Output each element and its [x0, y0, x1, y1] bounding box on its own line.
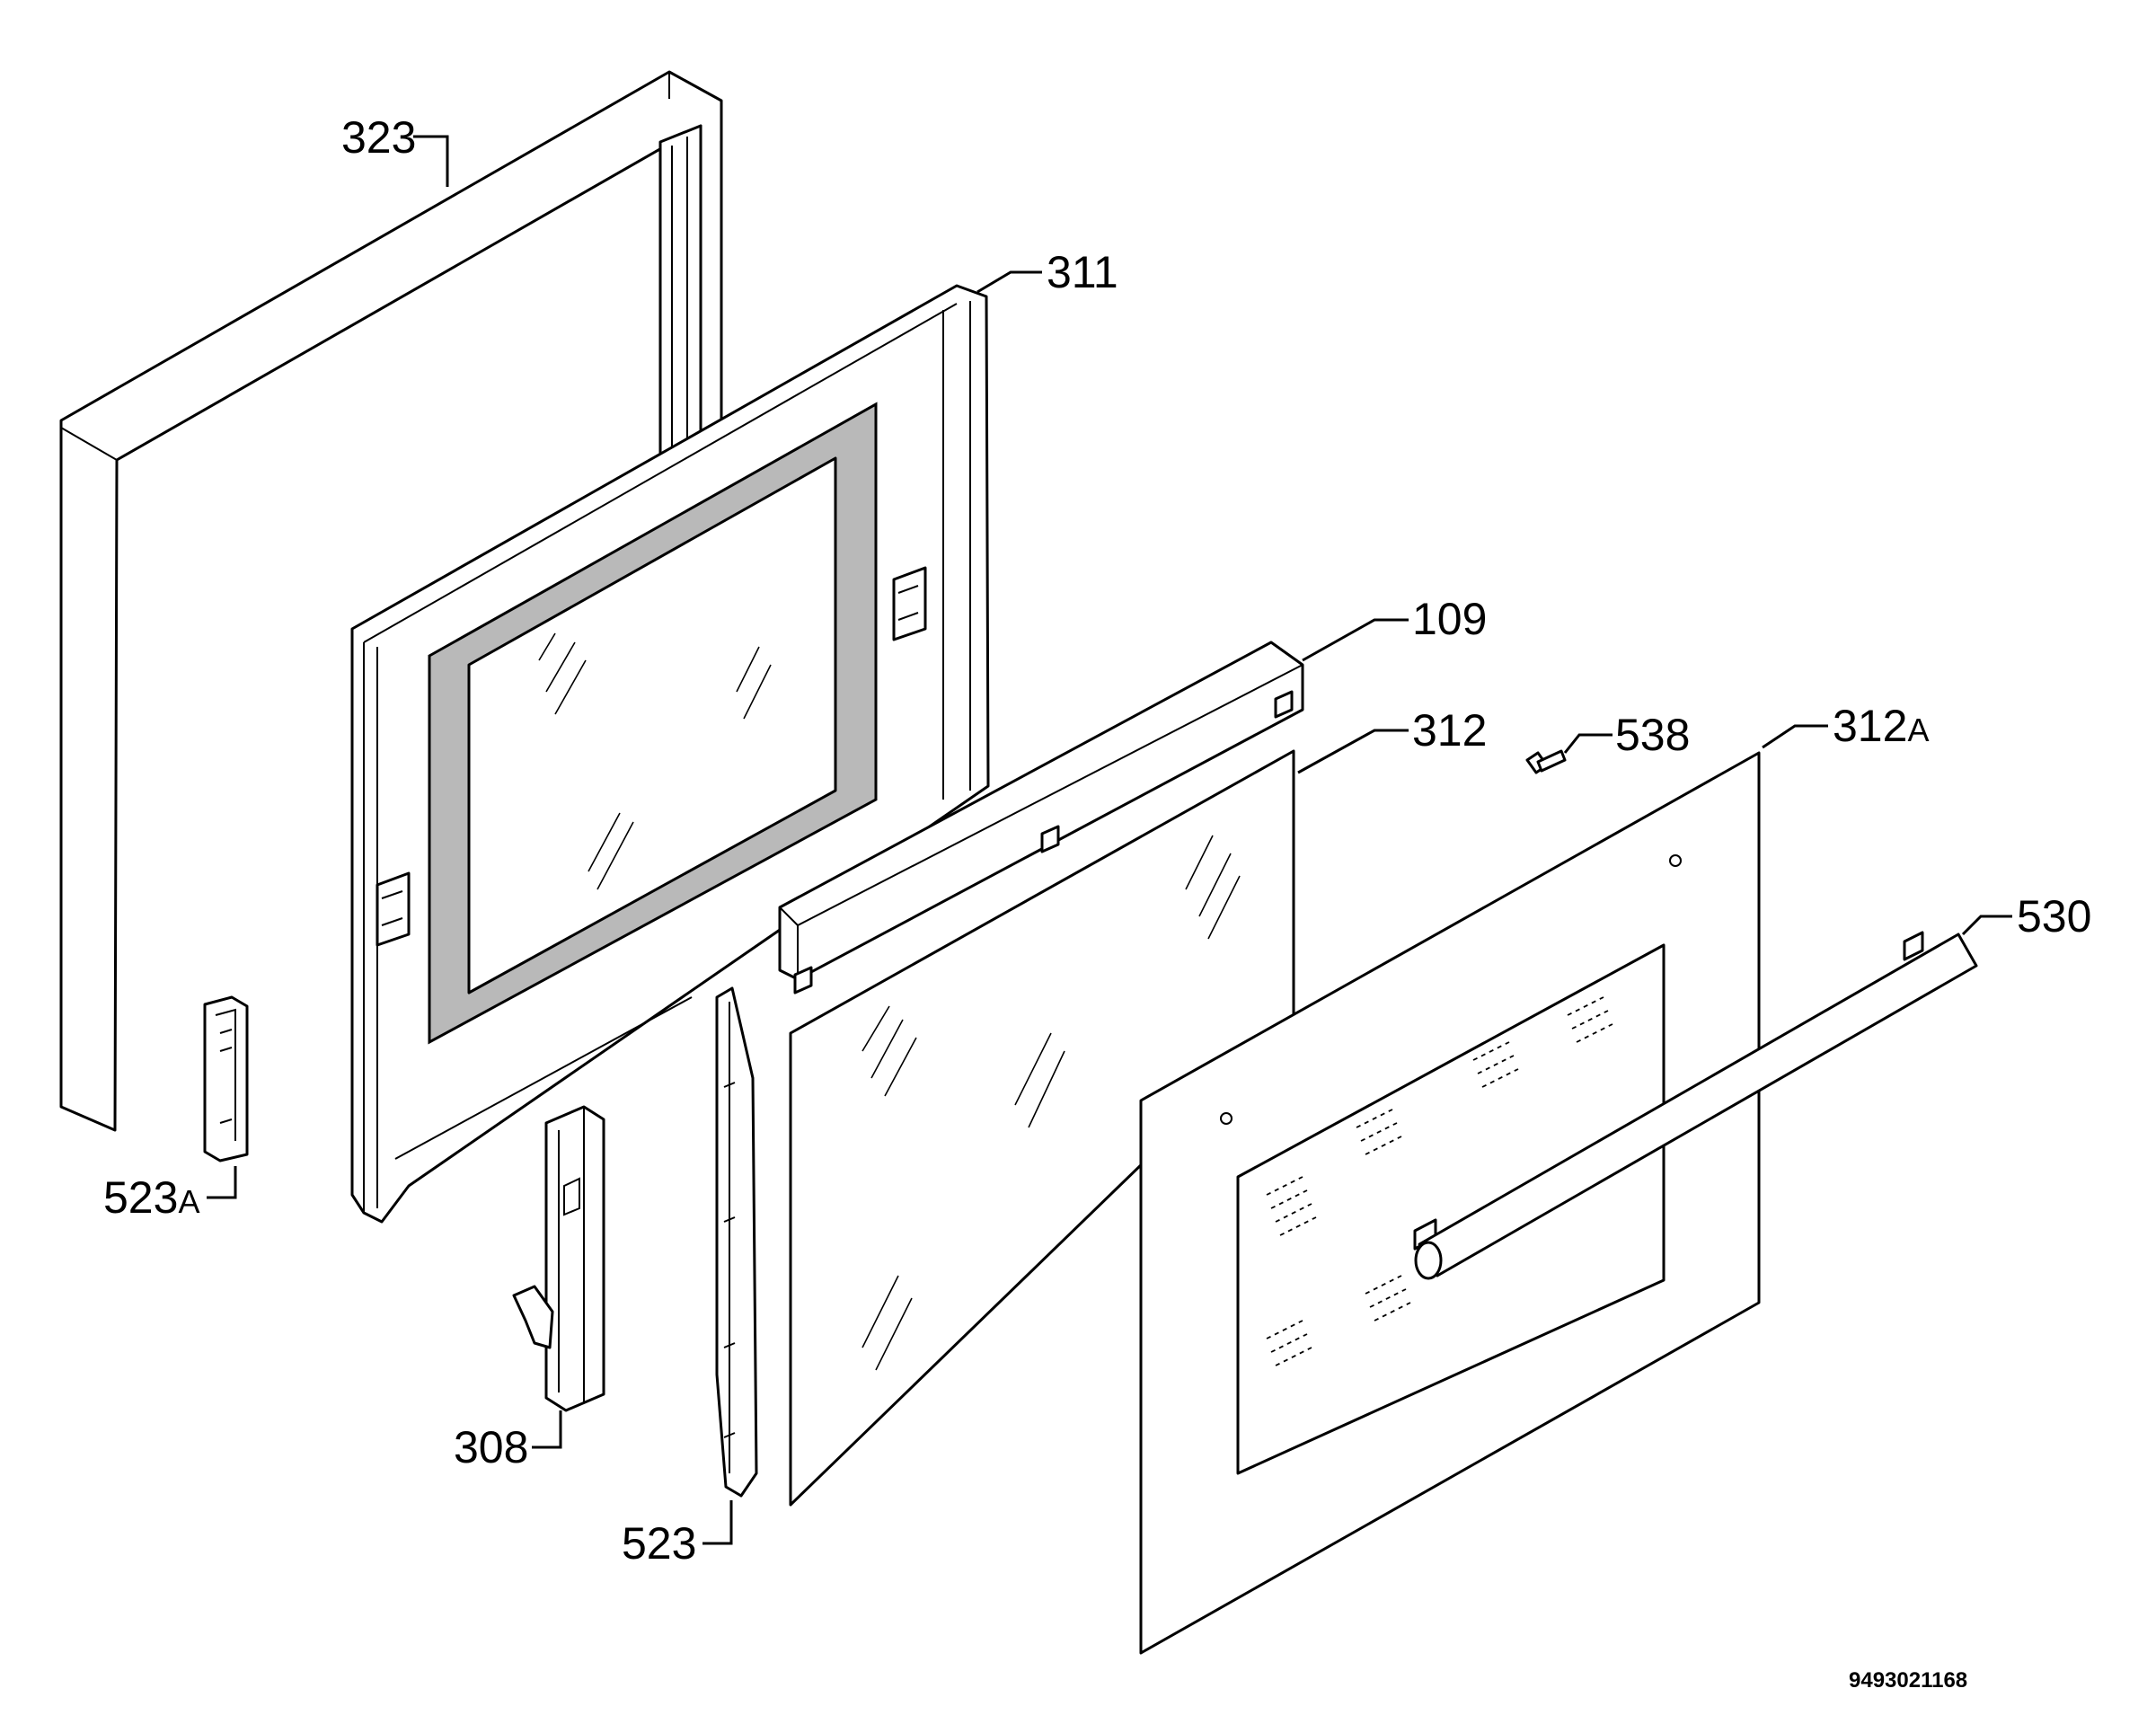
part-311-inner-door	[350, 284, 990, 1224]
callout-323: 323	[341, 112, 416, 163]
document-number: 9493021168	[1849, 1668, 1967, 1693]
leader-538	[1563, 733, 1613, 754]
part-530-handle	[1413, 931, 1978, 1280]
part-308-hinge	[512, 1105, 605, 1412]
leader-530	[1961, 915, 2012, 936]
callout-538: 538	[1615, 710, 1690, 760]
callout-308: 308	[454, 1422, 528, 1472]
leader-312	[1297, 729, 1409, 774]
callout-312: 312	[1412, 705, 1487, 756]
callout-leaders	[207, 135, 2012, 1545]
leader-109	[1302, 618, 1409, 662]
callout-311: 311	[1047, 247, 1118, 297]
leader-311	[976, 270, 1042, 294]
part-523-side-bracket	[715, 986, 758, 1498]
callout-labels: 323 311 109 312 538 312A 530 523A 308 52…	[103, 112, 2091, 1693]
callout-523: 523	[622, 1518, 696, 1569]
callout-530: 530	[2017, 891, 2091, 941]
callout-109: 109	[1412, 594, 1487, 644]
callout-523a: 523A	[103, 1172, 199, 1223]
part-538-screw	[1525, 749, 1567, 774]
leader-323	[413, 135, 449, 187]
part-312a-outer-glass	[1139, 751, 1761, 1655]
part-109-trim-strip	[778, 641, 1304, 995]
leader-312a	[1762, 724, 1828, 749]
leader-308	[532, 1410, 562, 1449]
part-523a-hinge-cover	[203, 995, 249, 1162]
leader-523	[702, 1500, 733, 1545]
leader-523a	[207, 1166, 237, 1199]
callout-312a: 312A	[1833, 701, 1929, 751]
